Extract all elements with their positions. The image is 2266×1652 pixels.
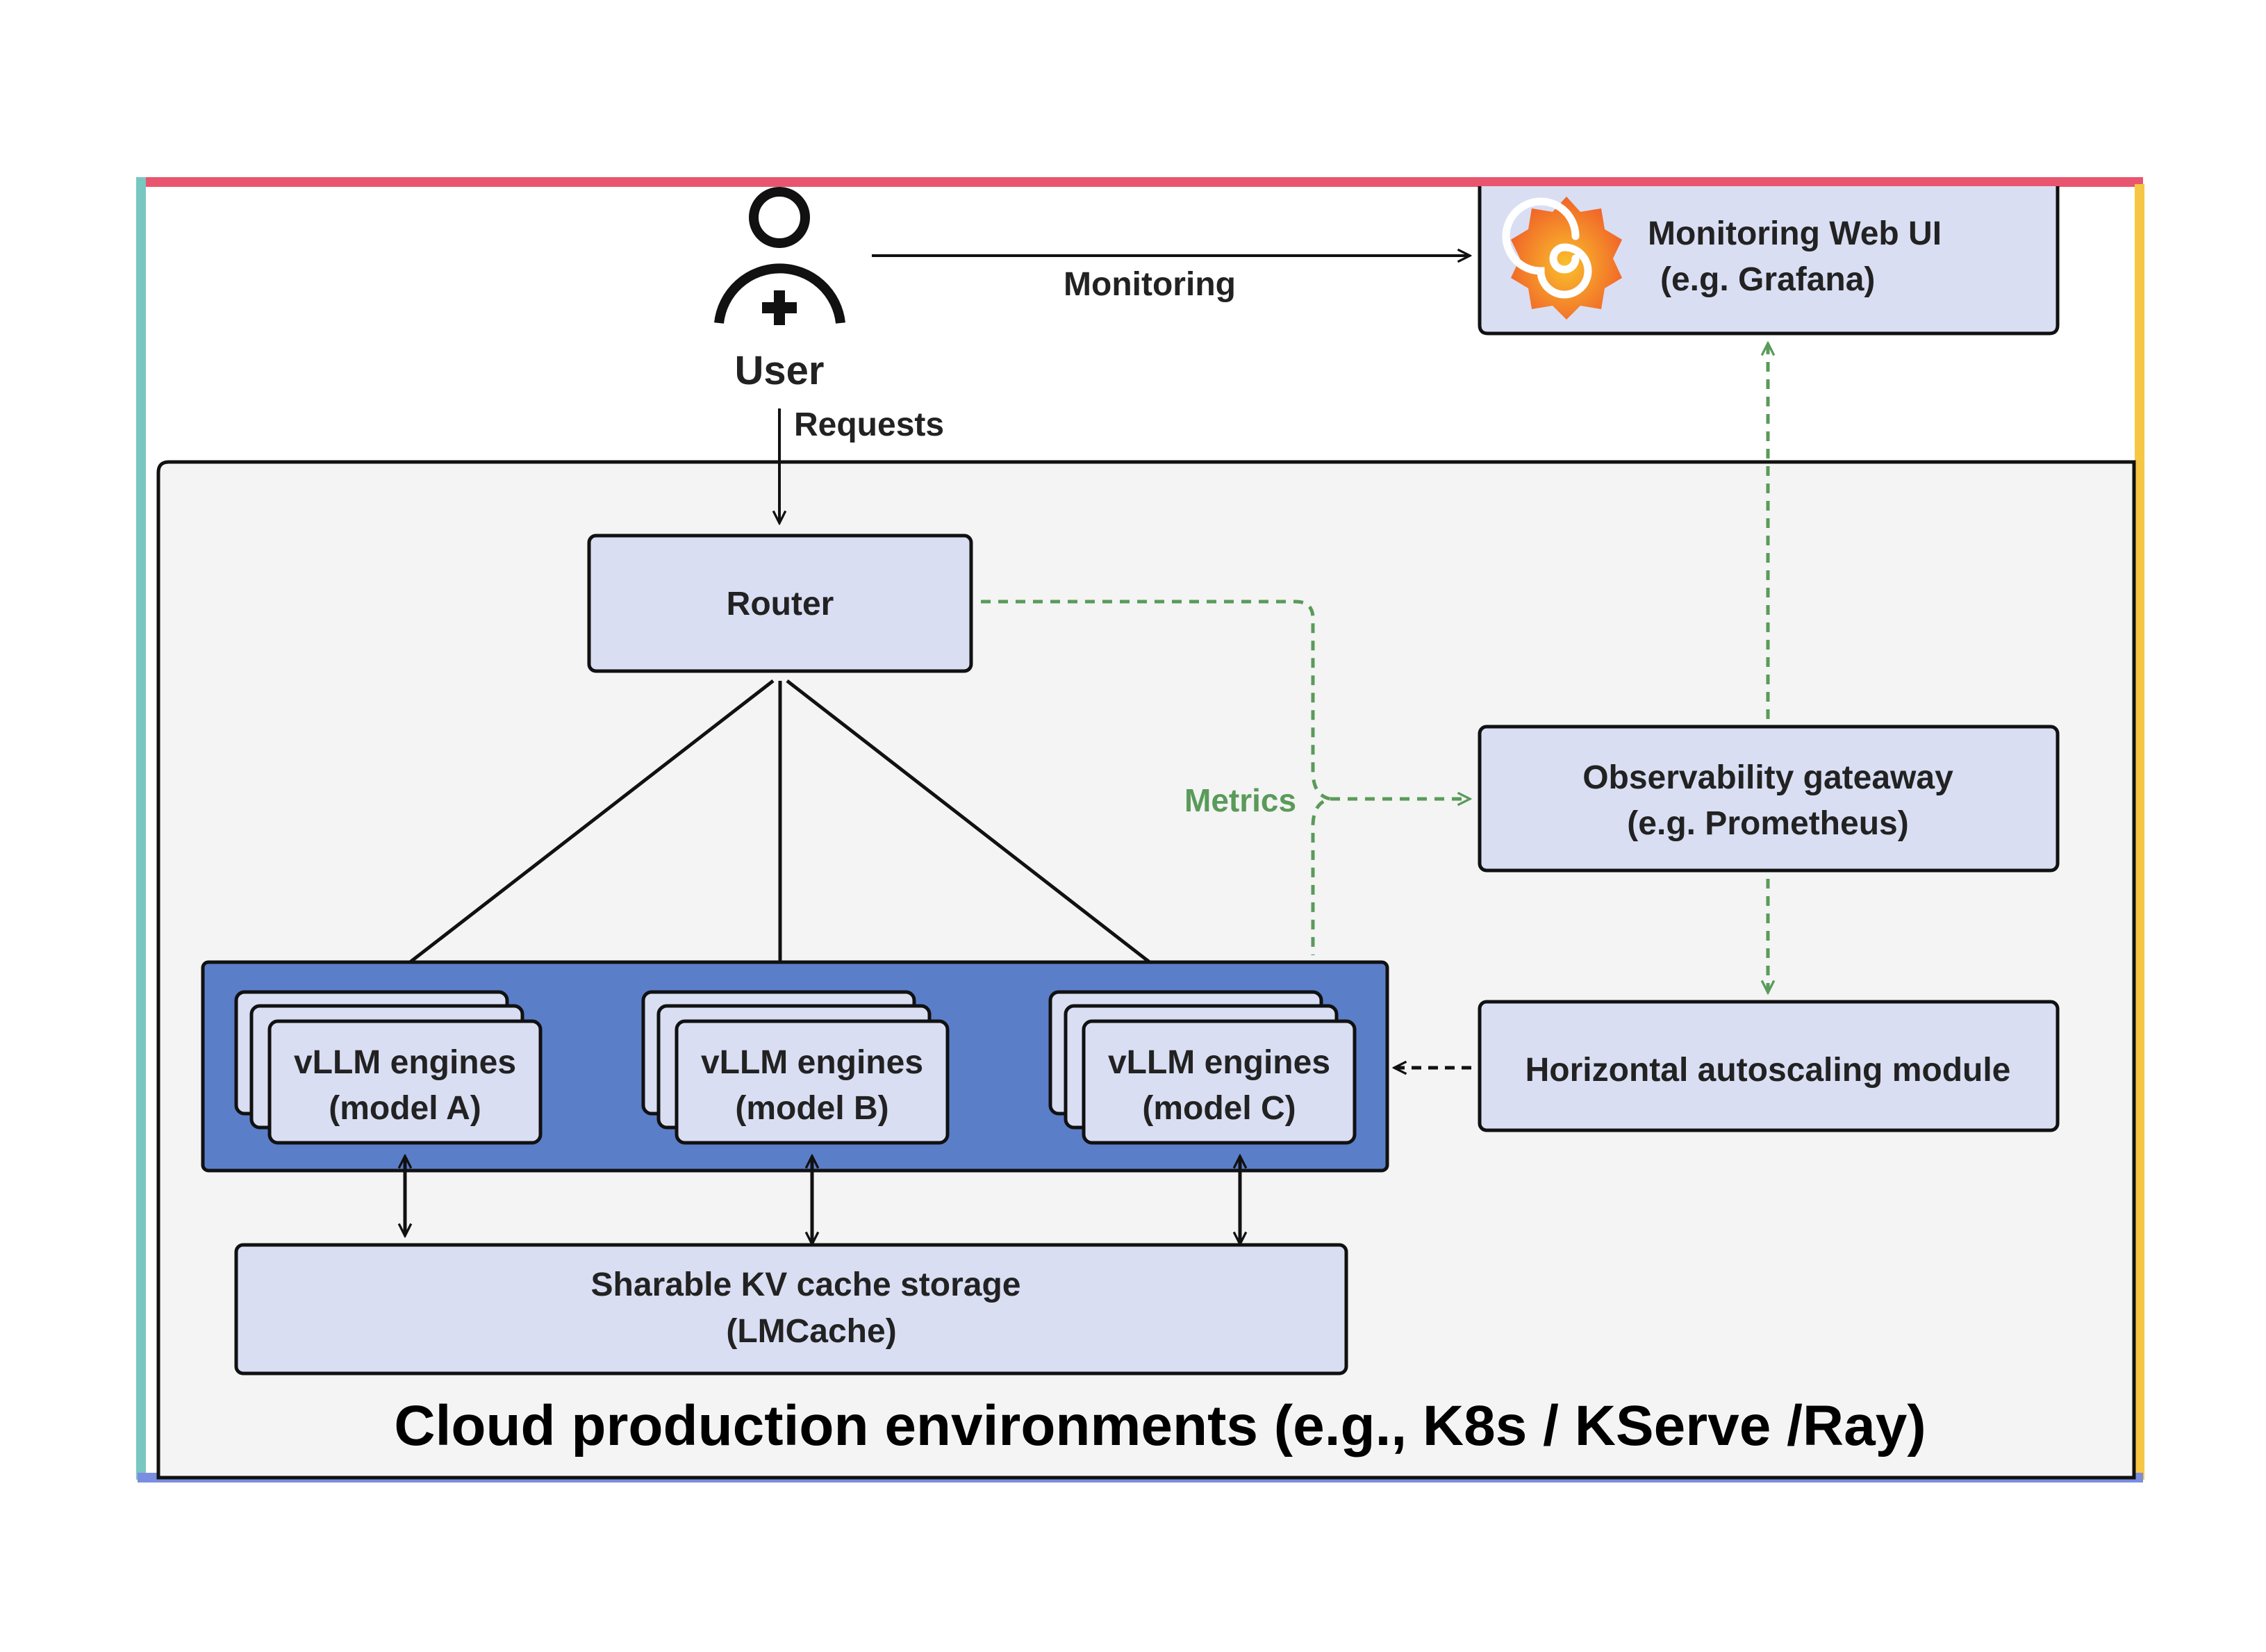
monitoring-ui-line1: Monitoring Web UI <box>1648 215 1942 252</box>
monitoring-ui-line2: (e.g. Grafana) <box>1660 261 1875 298</box>
environment-caption: Cloud production environments (e.g., K8s… <box>394 1394 1926 1457</box>
router-box <box>587 534 973 673</box>
engine-b-line2: (model B) <box>735 1090 888 1127</box>
metrics-dashed-line <box>981 600 1331 955</box>
engine-a-stack <box>234 990 543 1145</box>
engine-a-line1: vLLM engines <box>294 1044 516 1081</box>
autoscaling-module-box <box>1478 1000 2060 1132</box>
router-to-engine-c-arrow <box>786 679 1181 986</box>
kv-cache-line1: Sharable KV cache storage <box>591 1266 1021 1303</box>
engine-c-line2: (model C) <box>1142 1090 1296 1127</box>
user-label: User <box>735 348 825 393</box>
router-label: Router <box>727 586 834 622</box>
router-to-engine-a-arrow <box>379 679 775 986</box>
engine-b-stack <box>641 990 950 1145</box>
monitoring-label: Monitoring <box>1064 266 1236 303</box>
kv-cache-line2: (LMCache) <box>726 1313 896 1350</box>
grafana-logo-icon <box>1502 197 1622 320</box>
autoscaling-label: Horizontal autoscaling module <box>1525 1052 2011 1089</box>
engine-b-line1: vLLM engines <box>701 1044 923 1081</box>
engine-a-line2: (model A) <box>329 1090 481 1127</box>
observability-line2: (e.g. Prometheus) <box>1627 805 1908 842</box>
engine-c-line1: vLLM engines <box>1108 1044 1330 1081</box>
engine-c-stack <box>1048 990 1357 1145</box>
monitoring-web-ui-box <box>1478 186 2060 336</box>
observability-line1: Observability gateaway <box>1582 759 1953 796</box>
kv-cache-box <box>234 1243 1348 1376</box>
metrics-label: Metrics <box>1184 782 1296 818</box>
observability-gateway-box <box>1478 725 2060 873</box>
user-icon <box>714 187 845 325</box>
requests-label: Requests <box>794 406 944 443</box>
